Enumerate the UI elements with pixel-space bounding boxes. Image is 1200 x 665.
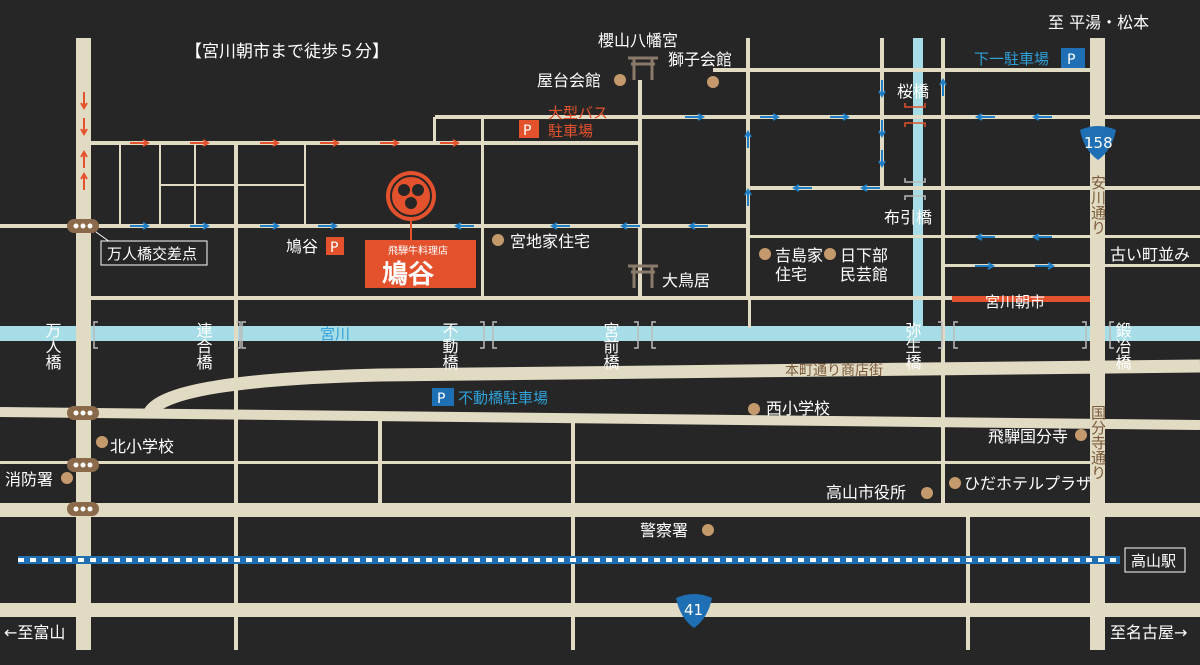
label-shishi: 獅子会館 [668,50,732,69]
bridge-labels: 万人橋 連合橋 不動橋 宮前橋 弥生橋 鍛冶橋 [43,322,1132,371]
label-honmachi: 本町通り商店街 [785,363,883,379]
label-yoshijima-1: 吉島家 [775,246,823,265]
landmark-dot [824,248,836,260]
landmark-dot [96,436,108,448]
route-158-shield: 158 [1080,126,1116,160]
label-furui: 古い町並み [1110,245,1190,264]
bridge-miyamae: 宮前橋 [601,322,620,371]
bridge-kaji: 鍛冶橋 [1113,322,1132,371]
bridge-rengo: 連合橋 [194,322,213,371]
label-kokubunji-st: 国分寺通り [1089,405,1107,480]
label-nishi-school: 西小学校 [766,399,830,418]
signal-icon [67,502,99,516]
label-kusakabe-2: 民芸館 [840,265,888,284]
signal-icon [67,219,99,233]
bridge-fudo: 不動橋 [440,322,459,371]
bus-parking-line2: 駐車場 [548,122,593,140]
shimoichi-parking[interactable]: 下一駐車場 P [974,48,1085,68]
landmark-dot [759,248,771,260]
restaurant-name: 鳩谷 [382,260,435,290]
label-yoshijima-2: 住宅 [775,265,807,284]
landmark-dot [492,234,504,246]
minor-roads [0,38,1200,650]
bridge-mannin: 万人橋 [43,322,62,371]
one-way-arrows [80,78,1055,270]
label-yatai: 屋台会館 [537,71,601,90]
svg-text:高山駅: 高山駅 [1131,552,1176,570]
takayama-station[interactable]: 高山駅 [1124,547,1186,573]
landmark-dot [949,477,961,489]
miyagawa-river [0,38,1200,341]
label-sakura-bridge: 桜橋 [897,82,929,101]
signal-icon [67,406,99,420]
fudobashi-parking[interactable]: P 不動橋駐車場 [432,388,548,407]
bus-parking-line1: 大型バス [548,104,608,122]
svg-text:万人橋交差点: 万人橋交差点 [107,245,197,263]
restaurant-hatoya[interactable]: 飛騨牛料理店 鳩谷 [365,171,476,290]
label-city-hall: 高山市役所 [826,483,906,502]
torii-icon [628,56,658,80]
manninbashi-crossing-callout: 万人橋交差点 [95,231,208,266]
family-crest-icon [398,184,424,209]
landmark-dot [61,472,73,484]
label-fire: 消防署 [5,470,53,489]
label-police: 警察署 [640,521,688,540]
landmark-dot [707,76,719,88]
walk-note: 【宮川朝市まで徒歩５分】 [185,42,389,62]
label-asaichi: 宮川朝市 [985,293,1045,311]
torii-icon [628,264,658,288]
svg-text:不動橋駐車場: 不動橋駐車場 [458,389,548,407]
label-otorii: 大鳥居 [662,271,710,290]
svg-text:158: 158 [1084,134,1113,152]
bridge-yayoi: 弥生橋 [903,322,922,371]
landmark-dot [614,74,626,86]
label-sakurayama: 櫻山八幡宮 [598,31,678,50]
parking-symbol: P [523,123,531,139]
traffic-signals [67,219,99,516]
direction-toyama[interactable]: ←至富山 [4,623,65,642]
hatoya-parking[interactable]: 鳩谷 P [286,237,344,256]
signal-icon [67,458,99,472]
asaichi-marker [952,296,1090,302]
landmark-dot [702,524,714,536]
label-kusakabe-1: 日下部 [840,246,888,265]
svg-text:P: P [330,240,338,256]
bus-parking[interactable]: P 大型バス 駐車場 [519,104,608,140]
label-kita-school: 北小学校 [110,437,174,456]
parking-symbol: P [1067,52,1075,68]
svg-text:41: 41 [684,601,703,619]
landmark-dot [748,403,760,415]
restaurant-subtitle: 飛騨牛料理店 [388,244,448,257]
svg-text:鳩谷: 鳩谷 [286,237,318,256]
bridge-markers [93,103,1114,349]
landmark-dot [1075,429,1087,441]
shimoichi-label: 下一駐車場 [974,50,1049,68]
direction-hirayu: 至 平湯・松本 [1048,13,1149,32]
label-miyagawa: 宮川 [320,325,350,343]
svg-text:P: P [437,391,445,407]
landmark-dot [921,487,933,499]
label-yasugawa: 安川通り [1089,175,1107,235]
direction-nagoya[interactable]: 至名古屋→ [1110,623,1187,642]
label-hotel: ひだホテルプラザ [964,474,1092,493]
route-41-shield: 41 [676,594,712,628]
label-kokubunji: 飛騨国分寺 [988,427,1068,446]
label-nunobiki-bridge: 布引橋 [884,208,932,227]
railway [18,556,1120,564]
label-miyaji: 宮地家住宅 [510,232,590,251]
major-roads [0,38,1200,650]
